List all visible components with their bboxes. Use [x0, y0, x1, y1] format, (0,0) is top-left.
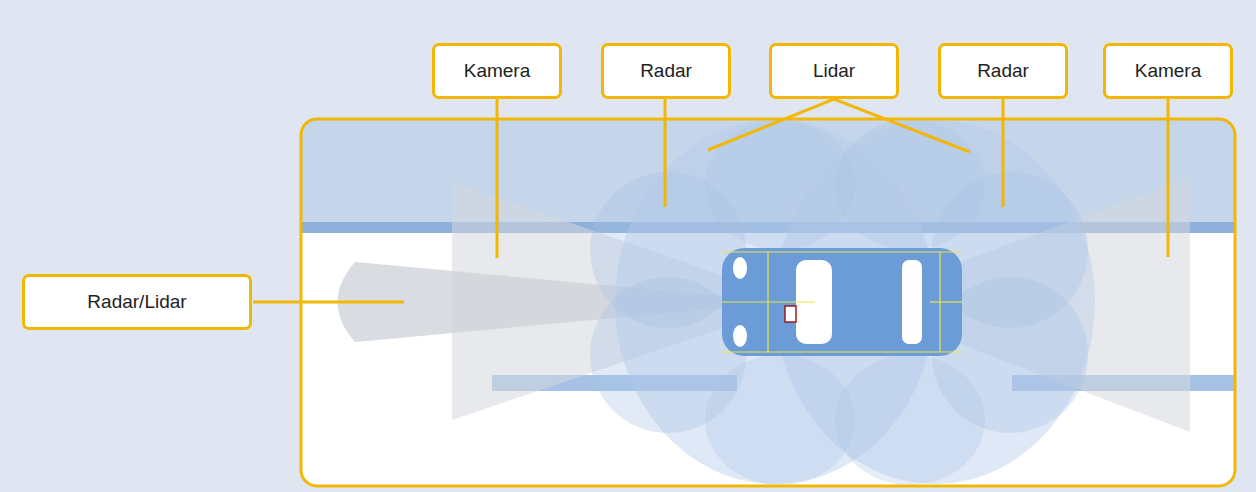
control-unit: [785, 306, 796, 322]
leader-line: [253, 301, 404, 304]
callout-box: Radar: [938, 43, 1068, 99]
sensor-label: Kamera: [464, 60, 531, 82]
leader-line: [496, 99, 499, 258]
leader-line: [1002, 99, 1005, 207]
callout-box: Kamera: [432, 43, 562, 99]
leader-lines: [253, 99, 1168, 302]
sensor-label: Lidar: [813, 60, 855, 82]
callout-box: Radar: [601, 43, 731, 99]
callout-box: Radar/Lidar: [22, 274, 252, 330]
road-ground: [301, 119, 1235, 486]
leader-line: [708, 99, 970, 152]
sensor-label: Radar/Lidar: [87, 291, 186, 313]
leader-line: [1167, 99, 1170, 257]
sensor-label: Radar: [640, 60, 692, 82]
scene: [301, 119, 1235, 486]
headlight: [733, 325, 747, 347]
leader-line: [664, 99, 667, 207]
radar-field: [835, 355, 985, 485]
sensor-wiring: [722, 252, 962, 352]
frame: [301, 119, 1235, 486]
radar-field: [705, 355, 855, 485]
callout-box: Kamera: [1103, 43, 1233, 99]
sensor-label: Kamera: [1135, 60, 1202, 82]
radar-field: [835, 120, 985, 250]
car: [722, 248, 962, 356]
headlight: [733, 257, 747, 279]
callout-box: Lidar: [769, 43, 899, 99]
sensor-label: Radar: [977, 60, 1029, 82]
rear-window: [902, 260, 922, 344]
car-body: [722, 248, 962, 356]
radar-field: [705, 120, 855, 250]
